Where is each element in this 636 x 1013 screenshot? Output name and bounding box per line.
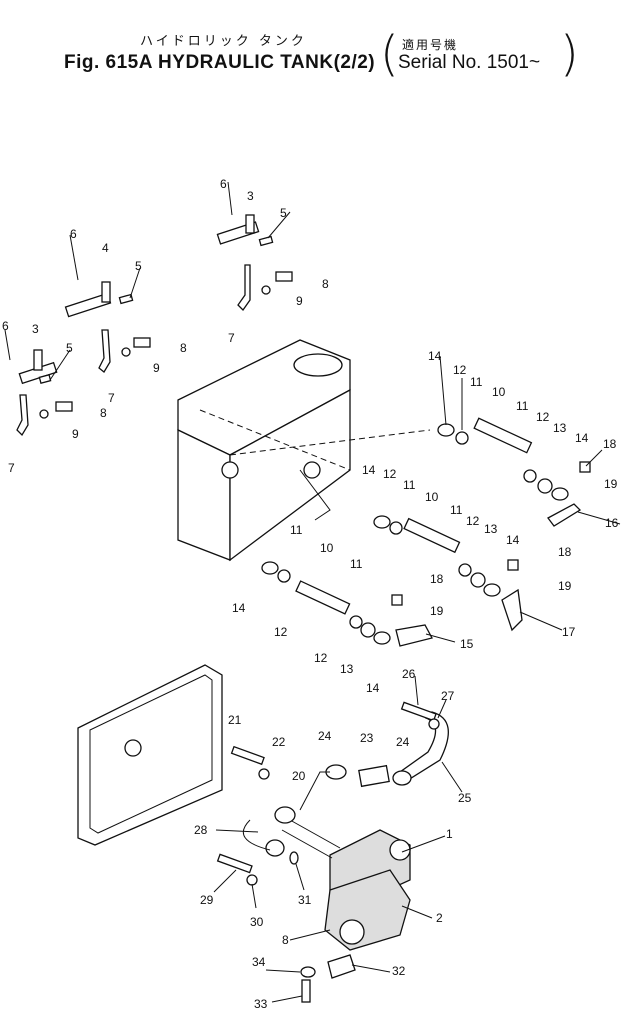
callout-3: 3 xyxy=(247,189,254,203)
callout-6: 6 xyxy=(2,319,9,333)
callout-14: 14 xyxy=(366,681,380,695)
callout-6: 6 xyxy=(220,177,227,191)
shaft-levers xyxy=(391,461,591,647)
callout-24: 24 xyxy=(318,729,332,743)
callout-15: 15 xyxy=(460,637,474,651)
callout-13: 13 xyxy=(340,662,354,676)
callout-11: 11 xyxy=(403,478,416,492)
callout-6: 6 xyxy=(70,227,77,241)
pipes xyxy=(242,711,449,859)
lever-assembly-left xyxy=(16,349,73,437)
callout-18: 18 xyxy=(430,572,444,586)
title-japanese: ハイドロリック タンク xyxy=(140,34,307,49)
hydraulic-tank-body xyxy=(177,339,431,562)
callout-23: 23 xyxy=(360,731,374,745)
callout-12: 12 xyxy=(274,625,288,639)
callout-5: 5 xyxy=(135,259,142,273)
callout-1: 1 xyxy=(446,827,453,841)
callout-12: 12 xyxy=(466,514,480,528)
callout-22: 22 xyxy=(272,735,286,749)
callout-11: 11 xyxy=(470,375,483,389)
callout-14: 14 xyxy=(232,601,246,615)
callout-14: 14 xyxy=(428,349,442,363)
leader-lines xyxy=(4,181,621,1003)
callout-8: 8 xyxy=(180,341,187,355)
callout-9: 9 xyxy=(72,427,79,441)
callout-27: 27 xyxy=(441,689,455,703)
callout-8: 8 xyxy=(282,933,289,947)
callout-10: 10 xyxy=(492,385,506,399)
callout-25: 25 xyxy=(458,791,472,805)
fasteners xyxy=(216,701,440,1003)
callout-31: 31 xyxy=(298,893,312,907)
callout-19: 19 xyxy=(604,477,618,491)
callout-33: 33 xyxy=(254,997,268,1011)
serial-japanese: 適用号機 xyxy=(402,38,459,52)
callout-32: 32 xyxy=(392,964,406,978)
callout-11: 11 xyxy=(450,503,463,517)
callout-16: 16 xyxy=(605,516,619,530)
callout-9: 9 xyxy=(153,361,160,375)
lever-assembly-middle xyxy=(64,281,151,373)
callout-13: 13 xyxy=(484,522,498,536)
callout-18: 18 xyxy=(603,437,617,451)
callout-11: 11 xyxy=(290,523,303,537)
callout-3: 3 xyxy=(32,322,39,336)
callout-10: 10 xyxy=(425,490,439,504)
callout-8: 8 xyxy=(322,277,329,291)
callout-20: 20 xyxy=(292,769,306,783)
callout-17: 17 xyxy=(562,625,576,639)
callout-21: 21 xyxy=(228,713,242,727)
callout-11: 11 xyxy=(516,399,529,413)
callout-19: 19 xyxy=(430,604,444,618)
callout-8: 8 xyxy=(100,406,107,420)
callout-24: 24 xyxy=(396,735,410,749)
callout-14: 14 xyxy=(362,463,376,477)
tank-cover xyxy=(77,664,223,846)
callout-7: 7 xyxy=(108,391,115,405)
callout-12: 12 xyxy=(536,410,550,424)
callout-14: 14 xyxy=(506,533,520,547)
callout-30: 30 xyxy=(250,915,264,929)
figure-header: ハイドロリック タンク Fig. 615A HYDRAULIC TANK(2/2… xyxy=(0,0,636,90)
serial-number: Serial No. 1501~ xyxy=(398,52,541,73)
callout-12: 12 xyxy=(314,651,328,665)
callout-labels: 6 3 5 8 9 7 6 4 5 8 9 7 6 3 5 8 9 7 14 1… xyxy=(2,177,619,1011)
close-paren: ) xyxy=(560,26,579,82)
callout-34: 34 xyxy=(252,955,266,969)
control-valve-assembly xyxy=(324,829,411,951)
figure-title: Fig. 615A HYDRAULIC TANK(2/2) xyxy=(64,52,376,73)
callout-12: 12 xyxy=(453,363,467,377)
callout-5: 5 xyxy=(280,206,287,220)
open-paren: ( xyxy=(380,26,399,82)
callout-5: 5 xyxy=(66,341,73,355)
callout-28: 28 xyxy=(194,823,208,837)
serial-applicability: ( 適用号機 Serial No. 1501~ ) xyxy=(380,26,579,82)
shaft-assemblies xyxy=(261,417,569,645)
callout-13: 13 xyxy=(553,421,567,435)
callout-26: 26 xyxy=(402,667,416,681)
callout-12: 12 xyxy=(383,467,397,481)
callout-10: 10 xyxy=(320,541,334,555)
callout-7: 7 xyxy=(8,461,15,475)
callout-2: 2 xyxy=(436,911,443,925)
callout-4: 4 xyxy=(102,241,109,255)
callout-9: 9 xyxy=(296,294,303,308)
callout-7: 7 xyxy=(228,331,235,345)
callout-14: 14 xyxy=(575,431,589,445)
callout-19: 19 xyxy=(558,579,572,593)
callout-29: 29 xyxy=(200,893,214,907)
lever-assembly-top xyxy=(216,214,293,312)
callout-11: 11 xyxy=(350,557,363,571)
callout-18: 18 xyxy=(558,545,572,559)
